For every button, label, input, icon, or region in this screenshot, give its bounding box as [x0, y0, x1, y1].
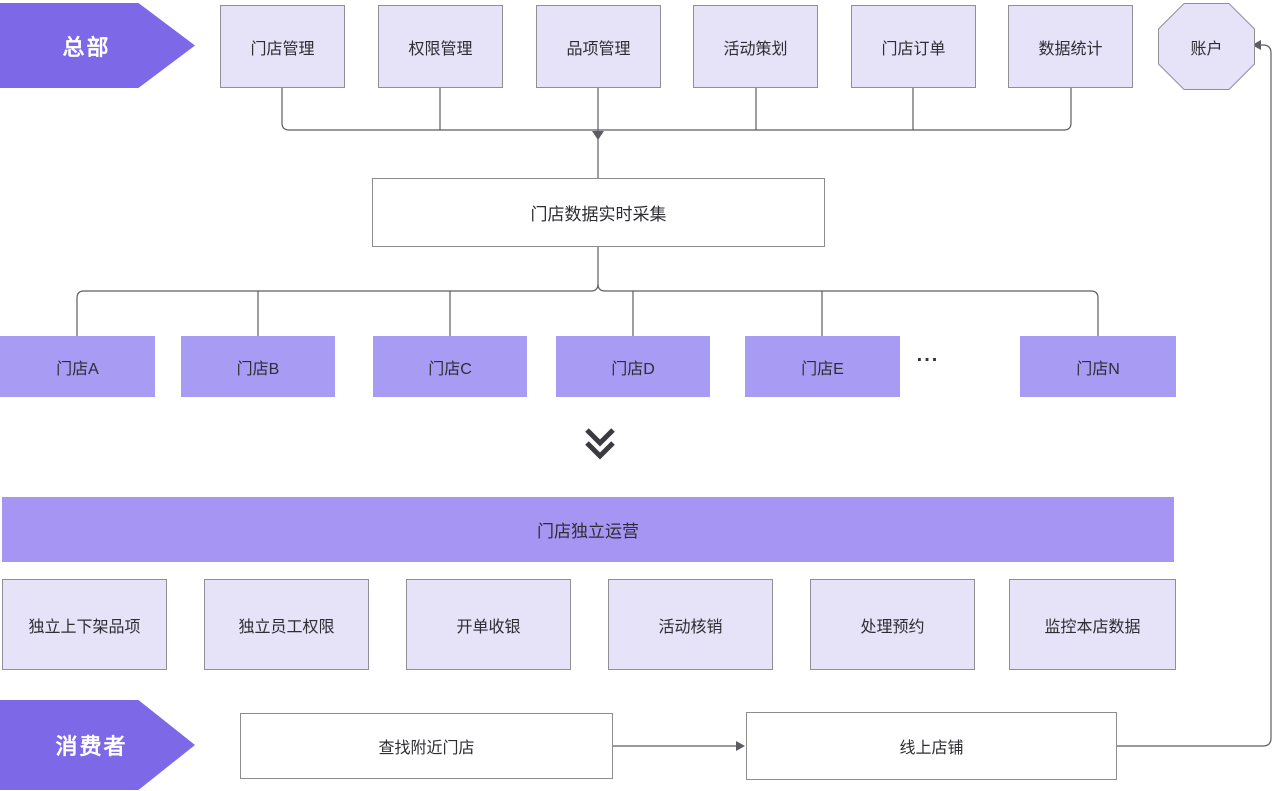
down-arrowhead — [592, 131, 604, 140]
hq-module-permission-management: 权限管理 — [378, 5, 503, 88]
headquarters-arrow: 总部 — [0, 3, 195, 88]
function-billing-cashier: 开单收银 — [406, 579, 571, 670]
hq-module-activity-planning: 活动策划 — [693, 5, 818, 88]
hq-module-data-statistics: 数据统计 — [1008, 5, 1133, 88]
headquarters-label: 总部 — [62, 34, 111, 60]
store-a-box: 门店A — [0, 336, 155, 397]
stores-ellipsis: ... — [916, 343, 940, 366]
function-item-listing: 独立上下架品项 — [2, 579, 167, 670]
find-nearby-store-box: 查找附近门店 — [240, 713, 613, 779]
function-reservation-handling: 处理预约 — [810, 579, 975, 670]
account-label: 账户 — [1190, 40, 1223, 58]
account-octagon: 账户 — [1158, 3, 1255, 90]
double-down-chevron-icon — [585, 428, 615, 460]
hq-module-store-orders: 门店订单 — [851, 5, 976, 88]
store-d-box: 门店D — [556, 336, 710, 397]
store-b-box: 门店B — [181, 336, 335, 397]
hq-module-store-management: 门店管理 — [220, 5, 345, 88]
consumer-label: 消费者 — [55, 734, 128, 759]
consumer-arrow: 消费者 — [0, 700, 195, 790]
store-n-box: 门店N — [1020, 336, 1176, 397]
online-shop-box: 线上店铺 — [746, 712, 1117, 780]
data-collector-box: 门店数据实时采集 — [372, 178, 825, 247]
octagon-shape — [1158, 3, 1255, 90]
store-c-box: 门店C — [373, 336, 527, 397]
hq-module-item-management: 品项管理 — [536, 5, 661, 88]
function-activity-verification: 活动核销 — [608, 579, 773, 670]
function-store-data-monitor: 监控本店数据 — [1009, 579, 1176, 670]
right-arrowhead — [736, 741, 745, 751]
store-e-box: 门店E — [745, 336, 900, 397]
operation-bar: 门店独立运营 — [2, 497, 1174, 562]
function-staff-permission: 独立员工权限 — [204, 579, 369, 670]
